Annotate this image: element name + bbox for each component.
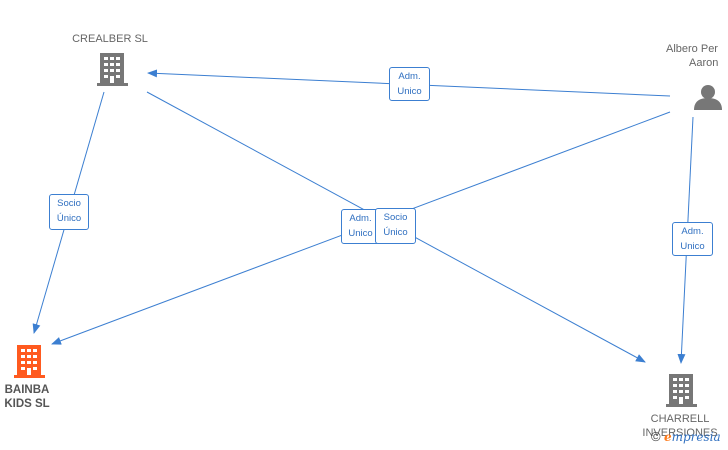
edge-label-line2: Único — [56, 213, 82, 224]
albero-label-line1: Albero Per — [666, 43, 718, 55]
crealber-label[interactable]: CREALBER SL — [72, 33, 148, 45]
bainba-building-icon[interactable] — [14, 345, 45, 378]
edge-label-albero-bainba[interactable]: Adm. Unico — [341, 209, 380, 244]
edge-label-line1: Adm. — [398, 71, 421, 82]
charrell-label-line2: INVERSIONES — [642, 427, 718, 439]
charrell-building-icon[interactable] — [666, 374, 697, 407]
copyright-symbol: © — [651, 429, 661, 444]
edge-label-line1: Adm. — [349, 213, 372, 224]
bainba-label-line1: BAINBA — [4, 384, 50, 396]
brand-name: mpresia — [671, 430, 721, 444]
charrell-label-line1: CHARRELL — [650, 413, 710, 425]
albero-label[interactable]: Albero Per Aaron — [666, 42, 728, 70]
edge-label-crealber-bainba[interactable]: Socio Único — [49, 194, 89, 230]
brand-initial: e — [663, 430, 672, 444]
edge-label-line2: Unico — [680, 241, 705, 252]
edge-label-line1: Socio — [383, 212, 408, 223]
edge-label-albero-charrell[interactable]: Adm. Unico — [672, 222, 713, 256]
bainba-label[interactable]: BAINBA KIDS SL — [0, 383, 54, 411]
edge-label-line2: Unico — [397, 86, 422, 97]
albero-label-line2: Aaron — [689, 57, 719, 69]
empresia-watermark: © empresia — [651, 429, 721, 444]
edge-label-line1: Socio — [57, 198, 81, 209]
bainba-label-line2: KIDS SL — [4, 398, 50, 410]
albero-person-icon[interactable] — [694, 85, 722, 110]
edge-label-line2: Único — [383, 227, 408, 238]
crealber-building-icon[interactable] — [97, 53, 128, 86]
charrell-label[interactable]: CHARRELL INVERSIONES — [640, 412, 720, 440]
edge-label-crealber-charrell[interactable]: Socio Único — [375, 208, 416, 244]
edge-label-line1: Adm. — [681, 226, 704, 237]
edge-label-line2: Unico — [348, 228, 373, 239]
edge-label-albero-crealber[interactable]: Adm. Unico — [389, 67, 430, 101]
